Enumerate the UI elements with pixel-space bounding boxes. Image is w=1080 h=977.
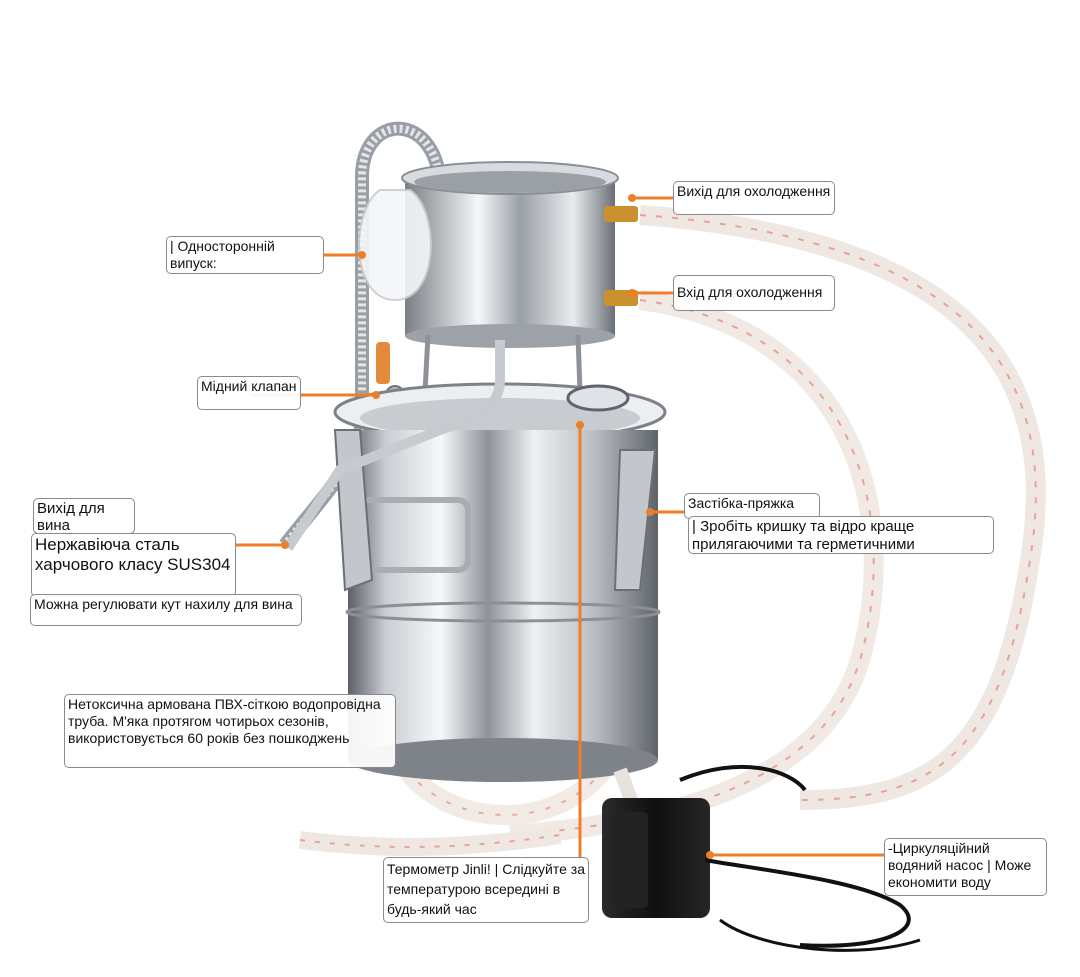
cooling-outlet-label: Вихід для охолодження	[673, 181, 835, 215]
wine-outlet-pipe	[283, 340, 505, 551]
cooling-inlet-label: Вхід для охолодження	[673, 275, 835, 311]
annotation-leader-lines	[236, 194, 885, 860]
condenser-tank	[401, 161, 619, 348]
stand-legs	[422, 334, 583, 393]
thermometer-label: Термометр Jinli! | Слідкуйте за температ…	[383, 857, 589, 923]
tilt-adjust-label: Можна регулювати кут нахилу для вина	[30, 594, 302, 626]
airlock	[358, 189, 432, 302]
wine-outlet-label: Вихід для вина	[33, 498, 135, 534]
steel-grade-label: Нержавіюча сталь харчового класу SUS304	[31, 533, 236, 597]
copper-valve-label: Мідний клапан	[197, 376, 301, 410]
lid-seal-label: | Зробіть кришку та відро краще прилягаю…	[688, 516, 994, 554]
one-way-outlet-label: | Односторонній випуск:	[166, 236, 324, 274]
pump-label: -Циркуляційний водяний насос | Може екон…	[884, 838, 1047, 896]
pvc-pipe-label: Нетоксична армована ПВХ-сіткою водопрові…	[64, 694, 396, 768]
water-pump	[602, 765, 921, 952]
boiler-pot	[345, 430, 661, 782]
